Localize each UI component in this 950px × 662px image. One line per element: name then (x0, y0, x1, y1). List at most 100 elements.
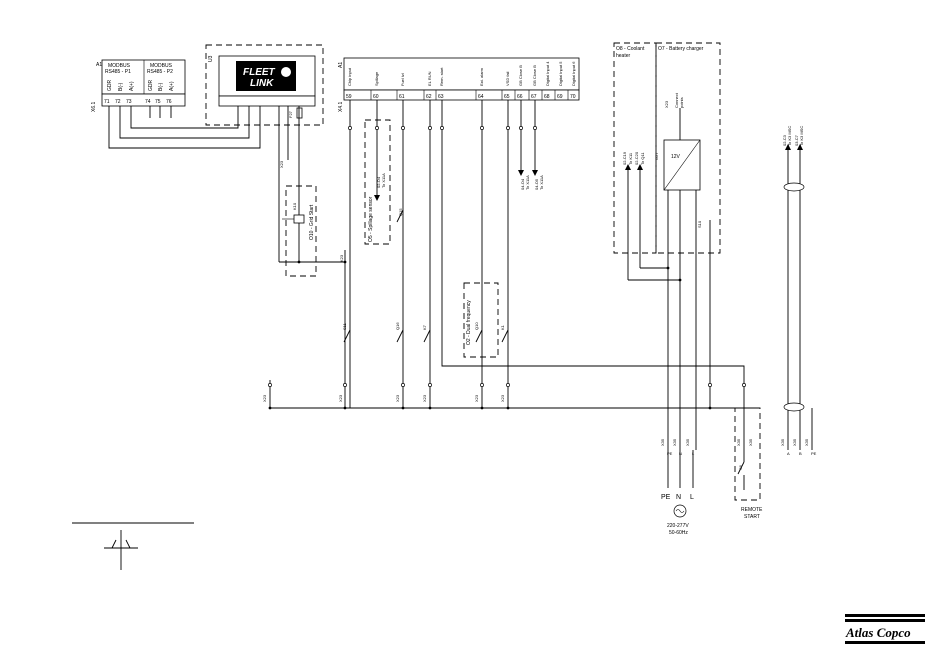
wiring (72, 100, 813, 570)
ref-heat1-to: To K11 (628, 152, 633, 165)
x23-bottom-label: X23 (338, 394, 343, 402)
ref-gb1: 04-O4 (520, 178, 525, 190)
coolant-heater-label-1: O8 - Coolant (616, 46, 645, 52)
controller-pin-num: 67 (531, 94, 537, 100)
modbus-pin-num: 72 (115, 99, 121, 105)
label-s11: S11 (342, 322, 347, 330)
fleetlink-dashed-box (205, 44, 324, 126)
ref-heat2-to: To Q11 (640, 152, 645, 165)
controller-pin-signal: Digital Input 6 (571, 61, 576, 86)
label-k23: K23 (339, 254, 344, 262)
remote-start-switch: S6 (738, 464, 743, 470)
controller-terminal-strip: X4.1 (338, 101, 344, 112)
remote-start-box (734, 407, 761, 501)
terminal-ring (533, 126, 537, 130)
label-q16: Q16 (395, 322, 400, 330)
modbus-pin-signal: B(-) (118, 82, 124, 91)
ref-gb2: 04-O5 (534, 178, 539, 190)
controller-pin-row (343, 89, 580, 101)
controller-pin-num: 63 (438, 94, 444, 100)
terminal-ring (480, 383, 484, 387)
x23-bottom-label: X23 (422, 394, 427, 402)
terminal-ring (440, 126, 444, 130)
modbus-pin-num: 71 (104, 99, 110, 105)
shield-ring-bottom (783, 402, 805, 412)
junction-dot (708, 406, 712, 410)
modbus-module-id: A1 (96, 62, 102, 68)
modbus-module: A1 MODBUS RS485 - P1 MODBUS RS485 - P2 X… (91, 59, 186, 112)
x35-supply-pin: N (679, 451, 682, 456)
controller-pin-signal: Chip input (347, 67, 352, 86)
battery-charger-box (655, 42, 721, 254)
modbus-pin-row (101, 93, 186, 107)
x35-shield-label: X35 (780, 438, 785, 446)
device-labels: X23 K23 S11 Q15 Q16 K7 Q10 K1 K10 S10 G2… (279, 92, 804, 330)
terminal-ring (506, 383, 510, 387)
controller-pin-num: 62 (426, 94, 432, 100)
grid-start-box (285, 185, 317, 277)
label-q10: Q10 (474, 322, 479, 330)
controller-pin-num: 70 (570, 94, 576, 100)
x35-remote-label: X35 (736, 438, 741, 446)
controller-pin-num: 60 (373, 94, 379, 100)
controller-pin-signal: Spillage (374, 71, 379, 86)
coolant-heater-box (613, 42, 657, 254)
controller-pin-signal: Digital Input 4 (545, 61, 550, 86)
junction-dot (343, 406, 347, 410)
supply-frequency: 50-60Hz (669, 530, 688, 536)
fuse-f27-symbol (296, 107, 303, 119)
dual-frequency-box (463, 282, 499, 358)
ref-heat1: 02-C19 (622, 151, 627, 165)
modbus-pin-num: 74 (145, 99, 151, 105)
fleetlink-logo-line1: FLEET (243, 67, 276, 78)
controller-pin-num: 65 (504, 94, 510, 100)
modbus-terminal-strip: X6.1 (91, 101, 97, 112)
coolant-heater-label-2: heater (616, 53, 631, 59)
ref-gb1-to: To X11A (525, 175, 530, 190)
supply-n: N (676, 494, 681, 501)
ref-pe1: 02-C3 (782, 134, 787, 146)
modbus-pin-num: 75 (155, 99, 161, 105)
controller-pin-num: 69 (557, 94, 563, 100)
controller-pin-num: 61 (399, 94, 405, 100)
ref-heat2: 02-C20 (634, 151, 639, 165)
terminal-ring (401, 383, 405, 387)
x35-shield-pin: A (787, 451, 790, 456)
controller-pin-signal: GB Close B (532, 65, 537, 86)
x35-shield-label: X35 (792, 438, 797, 446)
label-x23-main: X23 (279, 160, 284, 168)
grid-start-label: O10 - Grid Start (309, 204, 315, 240)
supply-l: L (690, 494, 694, 501)
label-s10: S10 (697, 220, 702, 228)
junction-dot (297, 260, 301, 264)
junction-dot (506, 406, 510, 410)
terminal-ring (480, 126, 484, 130)
terminal-ring (742, 383, 746, 387)
modbus-pin-signal: A(+) (129, 81, 135, 91)
fleetlink-module: U3 FLEET LINK F27 (205, 44, 324, 126)
battery-charger-label: O7 - Battery charger (658, 46, 704, 52)
ref-x23-charger-points: points (679, 97, 684, 108)
junction-dot (401, 406, 405, 410)
junction-dot (268, 406, 272, 410)
x35-shield-pin: PE (811, 451, 817, 456)
label-q15: Q15 (398, 208, 403, 216)
fleetlink-pin-row (218, 95, 316, 107)
fleetlink-logo-mark (281, 67, 291, 77)
controller-pin-signal: Rem. start (439, 67, 444, 86)
controller-pin-signal: Fuel lvl (400, 73, 405, 86)
x35-shield-pin: B (799, 451, 802, 456)
modbus-pin-signal: B(-) (158, 82, 164, 91)
modbus-p2-sub: RS485 - P2 (147, 69, 173, 75)
remote-start-label-2: START (744, 514, 760, 520)
junction-dot (480, 406, 484, 410)
modbus-p1-name: MODBUS (108, 63, 131, 69)
x35-supply-label: X35 (672, 438, 677, 446)
controller-pin-signal: VSD fail (505, 71, 510, 86)
terminal-ring (348, 126, 352, 130)
supply-pe: PE (661, 494, 671, 501)
ref-pe1-to: To K3 MSC (787, 126, 792, 146)
controller-pin-num: 59 (346, 94, 352, 100)
modbus-pin-signal: GDR (107, 80, 113, 92)
